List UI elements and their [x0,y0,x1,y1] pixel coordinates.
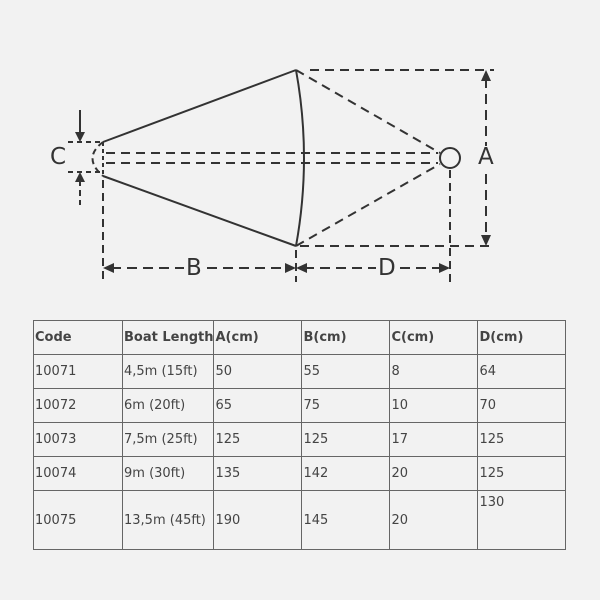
sea-anchor-diagram [68,69,494,282]
header-c: C(cm) [389,320,479,355]
cell-a: 65 [213,388,303,423]
cell-c: 10 [389,388,479,423]
header-code: Code [33,320,123,355]
cell-c: 20 [389,490,479,550]
cell-d: 70 [477,388,567,423]
cell-a: 50 [213,354,303,389]
cell-code: 10074 [33,456,123,491]
cell-b: 142 [301,456,391,491]
header-d: D(cm) [477,320,567,355]
cone-tip [91,141,104,177]
d-arrow-right [439,263,450,273]
header-a: A(cm) [213,320,303,355]
cell-d: 125 [477,456,567,491]
c-arrow-up [75,172,85,182]
bridle-top [295,69,441,154]
table-row: 10073 7,5m (25ft) 125 125 17 125 [33,422,567,457]
cell-d: 130 [477,490,567,550]
b-arrow-right [285,263,296,273]
cell-boat-length: 6m (20ft) [121,388,215,423]
cell-a: 135 [213,456,303,491]
cell-c: 17 [389,422,479,457]
cell-b: 125 [301,422,391,457]
cone-mouth-arc [295,69,305,247]
table-row: 10071 4,5m (15ft) 50 55 8 64 [33,354,567,389]
cell-boat-length: 13,5m (45ft) [121,490,215,550]
cell-c: 20 [389,456,479,491]
cell-boat-length: 9m (30ft) [121,456,215,491]
bridle-bottom [295,163,441,247]
specification-table: Code Boat Length A(cm) B(cm) C(cm) D(cm)… [33,320,567,550]
cell-code: 10071 [33,354,123,389]
table-row: 10074 9m (30ft) 135 142 20 125 [33,456,567,491]
header-b: B(cm) [301,320,391,355]
a-arrow-up [481,70,491,81]
cell-b: 55 [301,354,391,389]
header-boat-length: Boat Length [121,320,215,355]
cell-d: 64 [477,354,567,389]
cell-code: 10075 [33,490,123,550]
dimension-label-d: D [376,255,398,281]
cell-d: 125 [477,422,567,457]
cell-boat-length: 7,5m (25ft) [121,422,215,457]
cell-b: 75 [301,388,391,423]
cone-bottom-edge [102,175,297,247]
dimension-label-c: C [48,144,69,170]
a-arrow-down [481,235,491,246]
b-arrow-left [103,263,114,273]
cell-code: 10073 [33,422,123,457]
c-arrow-down [75,132,85,142]
cone-top-edge [102,69,297,143]
dimension-label-a: A [476,144,496,170]
cell-boat-length: 4,5m (15ft) [121,354,215,389]
cell-c: 8 [389,354,479,389]
cell-b: 145 [301,490,391,550]
swivel-ring [439,147,461,169]
cell-a: 125 [213,422,303,457]
dimension-label-b: B [184,255,204,281]
table-row: 10075 13,5m (45ft) 190 145 20 130 [33,490,567,550]
cell-code: 10072 [33,388,123,423]
table-row: 10072 6m (20ft) 65 75 10 70 [33,388,567,423]
d-arrow-left [296,263,307,273]
cell-a: 190 [213,490,303,550]
table-header-row: Code Boat Length A(cm) B(cm) C(cm) D(cm) [33,320,567,355]
